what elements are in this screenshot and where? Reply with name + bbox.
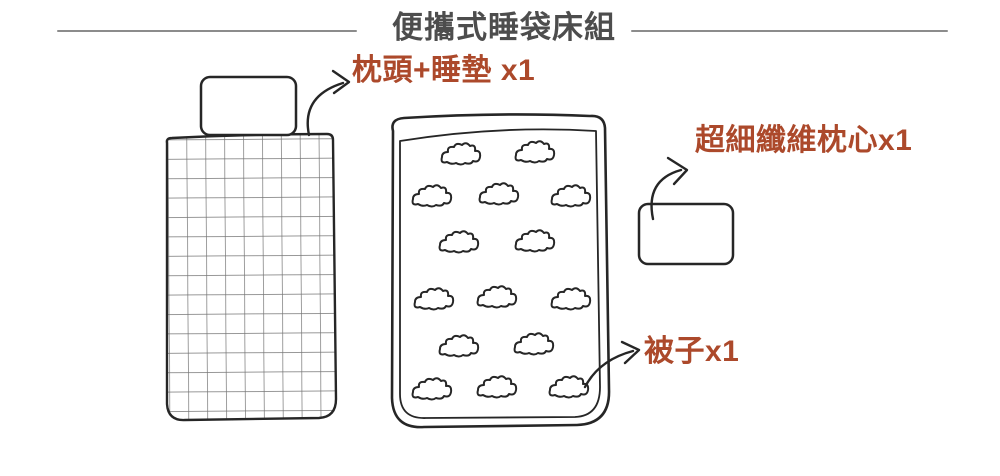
pillow-core-drawing [637,202,735,266]
title-divider-left [57,30,357,32]
page-title: 便攜式睡袋床組 [392,10,616,45]
pillow-mat-label: 枕頭+睡墊 x1 [352,54,536,87]
pillow-core-label: 超細纖維枕心x1 [695,124,913,157]
mattress-drawing [165,132,338,422]
title-divider-right [631,30,948,32]
arrow-to-pillow-core-label [650,156,689,221]
pillow-drawing [199,75,298,137]
arrow-to-blanket-label [583,340,641,389]
blanket-drawing [390,113,611,429]
blanket-label: 被子x1 [644,335,740,368]
arrow-to-pillow-mat-label [306,69,351,137]
